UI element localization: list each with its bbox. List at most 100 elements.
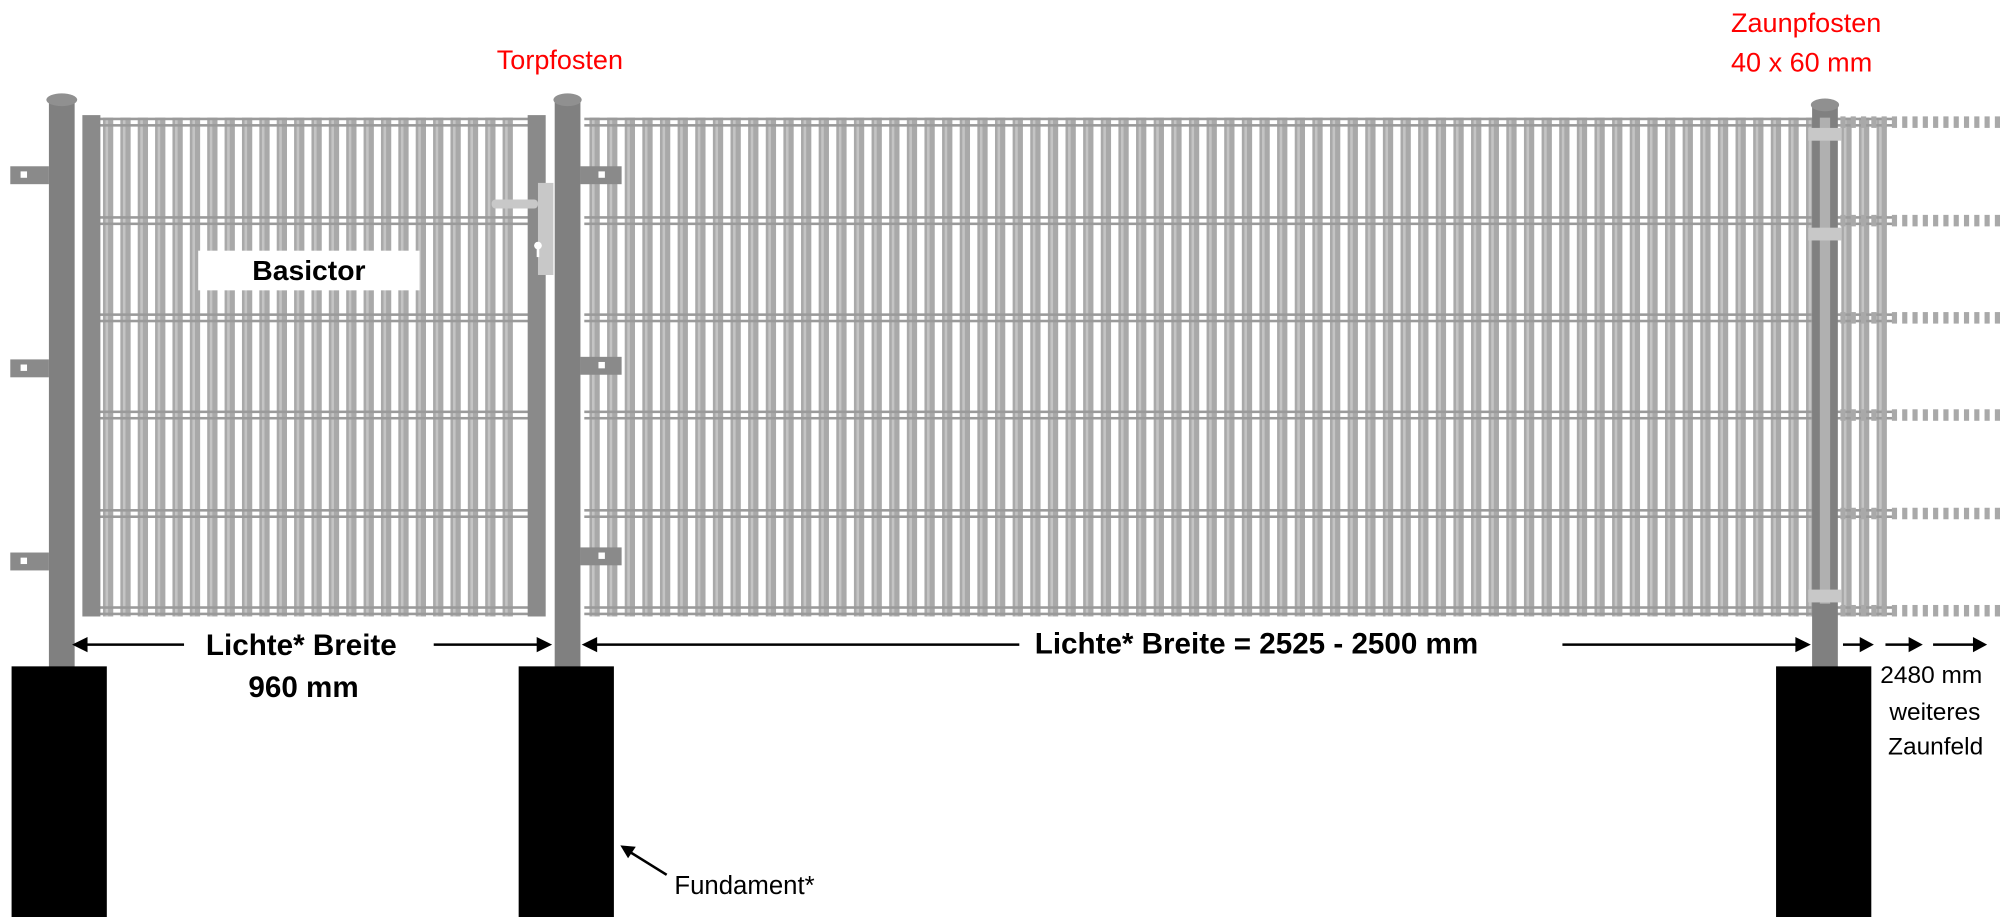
mesh-bar-highlight (1103, 117, 1106, 617)
arrow-head-icon (1908, 636, 1923, 653)
mesh-continuation-dash (1974, 116, 1980, 128)
mesh-bar (502, 117, 513, 617)
mesh-bar-highlight (1209, 117, 1212, 617)
keyhole-slot (536, 245, 540, 258)
mesh-continuation-dash (1912, 604, 1918, 617)
mesh-continuation-dash (1963, 604, 1970, 617)
mesh-continuation-dash (1984, 507, 1990, 520)
mesh-rail (584, 124, 1898, 127)
gate-post-cap (553, 93, 582, 107)
mesh-continuation-dash (1912, 409, 1918, 421)
mesh-bar-highlight (487, 117, 491, 617)
arrow-heads (72, 636, 1988, 859)
foundation-label: Fundament* (674, 872, 815, 901)
mesh-continuation-dash (1902, 507, 1908, 520)
mesh-rail (97, 124, 533, 127)
mesh-bar-highlight (821, 117, 824, 617)
mesh-bar-highlight (627, 117, 630, 617)
mesh-continuation-dash (1871, 214, 1877, 227)
hinge-bracket-middle (10, 359, 49, 378)
mesh-continuation-dash (1963, 409, 1970, 421)
mesh-continuation-dash (1994, 312, 2000, 324)
mesh-bar-highlight (680, 117, 683, 617)
mesh-continuation-dash (1840, 604, 1846, 617)
mesh-continuation-dash (1963, 312, 1970, 324)
mesh-continuation-dash (1881, 409, 1887, 421)
mesh-continuation-dash (1881, 507, 1887, 520)
mesh-continuation-dash (1902, 214, 1908, 227)
arrow-head-icon (72, 636, 88, 653)
mesh-bar-highlight (891, 117, 895, 617)
mesh-continuation-dash (1922, 214, 1928, 227)
mesh-bar-highlight (1279, 117, 1283, 617)
mesh-continuation-dash (1953, 312, 1959, 324)
next-field-mesh (1840, 116, 2000, 617)
mesh-continuation-dash (1963, 116, 1970, 128)
mesh-bar-highlight (192, 117, 195, 617)
mesh-rail (97, 313, 533, 316)
mesh-bar-highlight (697, 117, 701, 617)
mesh-bar-highlight (1614, 117, 1618, 617)
mesh-continuation-dash (1994, 116, 2000, 128)
mesh-continuation-dash (1963, 507, 1970, 520)
mesh-bar-highlight (296, 117, 300, 617)
mesh-bar-highlight (1667, 117, 1671, 617)
lock-case (537, 182, 554, 275)
mesh-bar-highlight (715, 117, 719, 617)
mesh-bar-highlight (1861, 117, 1865, 617)
mesh-continuation-dash (1933, 409, 1939, 421)
mesh-continuation-dash (1902, 116, 1908, 128)
mesh-bar-highlight (1544, 117, 1547, 617)
mesh-continuation-dash (1871, 604, 1877, 617)
mesh-bar-highlight (768, 117, 771, 617)
mesh-continuation-dash (1850, 409, 1856, 421)
arrow-head-icon (1972, 636, 1988, 653)
post-clamp (1808, 127, 1842, 141)
foundation-pointer (624, 848, 668, 876)
foundation-hinge-post (11, 666, 107, 917)
mesh-bar-highlight (944, 117, 948, 617)
hinge-bolt (20, 364, 28, 371)
mesh-continuation-dash (1902, 409, 1908, 421)
mesh-bar-highlight (662, 117, 666, 617)
mesh-continuation-dash (1953, 604, 1959, 617)
mesh-bar-highlight (261, 117, 265, 617)
mesh-bar-highlight (1808, 117, 1812, 617)
mesh-continuation-dash (1881, 116, 1887, 128)
gate-width-label-line1: Lichte* Breite (193, 627, 410, 662)
mesh-bar-highlight (209, 117, 213, 617)
mesh-rail (97, 515, 533, 518)
mesh-continuation-dash (1891, 409, 1898, 421)
mesh-bar-highlight (1350, 117, 1353, 617)
mesh-continuation-dash (1861, 604, 1867, 617)
mesh-bar-highlight (453, 117, 456, 617)
mesh-continuation-dash (1912, 312, 1918, 324)
mesh-continuation-dash (1933, 312, 1939, 324)
mesh-continuation-dash (1974, 507, 1980, 520)
mesh-continuation-dash (1994, 409, 2000, 421)
mesh-rail (97, 416, 533, 420)
mesh-bar-highlight (1790, 117, 1794, 617)
mesh-bar-highlight (856, 117, 860, 617)
mesh-rail (97, 606, 533, 609)
mesh-bar-highlight (1262, 117, 1265, 617)
mesh-bar-highlight (1156, 117, 1159, 617)
mesh-continuation-dash (1912, 507, 1918, 520)
mesh-bar-highlight (1702, 117, 1706, 617)
next-field-label-line1: 2480 mm (1880, 662, 1983, 690)
mesh-bar-highlight (979, 117, 983, 617)
mesh-bar-highlight (505, 117, 508, 617)
fence-field-mesh (584, 117, 1898, 617)
mesh-bar-highlight (366, 117, 369, 617)
mesh-bar-highlight (1068, 117, 1071, 617)
clamp-bolt (598, 552, 605, 559)
mesh-continuation-dash (1912, 116, 1918, 128)
mesh-continuation-dash (1871, 116, 1877, 128)
mesh-bar-highlight (1561, 117, 1565, 617)
mesh-continuation-dash (1840, 409, 1846, 421)
fence-post-strip (1819, 117, 1831, 604)
mesh-continuation-dash (1933, 214, 1939, 227)
mesh-continuation-dash (1974, 409, 1980, 421)
mesh-rail (584, 222, 1898, 226)
